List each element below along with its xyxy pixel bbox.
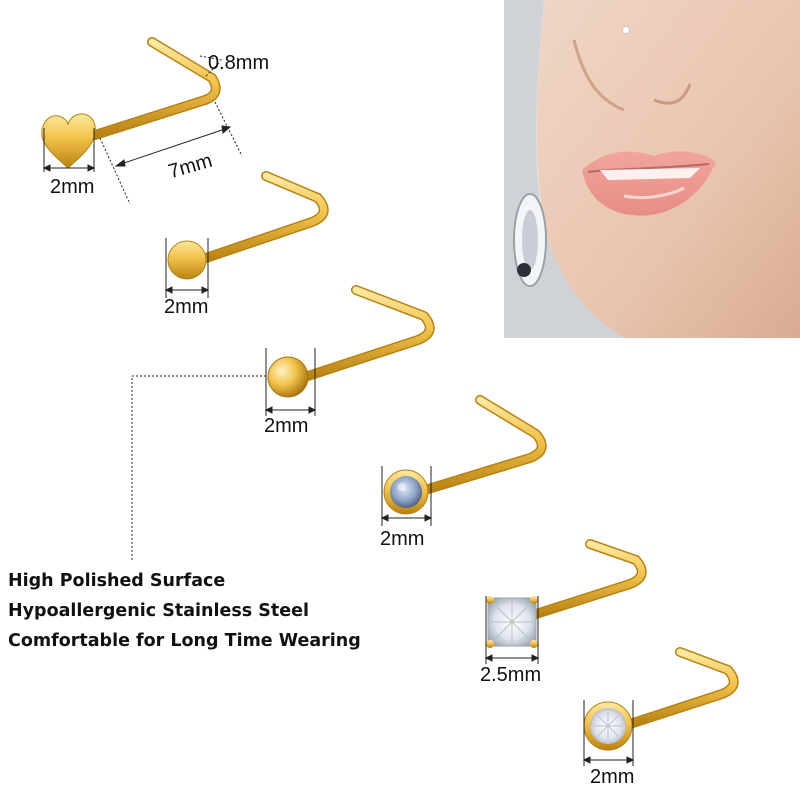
blue-gem-dimension-lines [380, 466, 433, 526]
heart-nose-pin [41, 37, 221, 169]
heart-dimension-lines [42, 55, 243, 205]
flat-disc-nose-pin [167, 171, 329, 280]
round-clear-gem-dimension-lines [582, 700, 635, 766]
flat-disc-dimension-lines [164, 238, 210, 298]
square-gem-dimension-lines [484, 596, 540, 664]
feature-item: High Polished Surface [8, 571, 226, 591]
nose-stud [622, 26, 630, 34]
lips [582, 151, 716, 216]
round-clear-gem-width-label: 2mm [590, 766, 635, 788]
square-gem-width-label: 2.5mm [480, 664, 542, 686]
feature-list: High Polished Surface Hypoallergenic Sta… [8, 566, 428, 656]
square-gem-nose-pin [486, 539, 647, 648]
ball-nose-pin [267, 285, 435, 398]
feature-item: Comfortable for Long Time Wearing [8, 631, 361, 651]
blue-gem-width-label: 2mm [380, 528, 425, 550]
flat-disc-width-label: 2mm [164, 296, 209, 318]
model-wearing-nose-stud-photo [504, 0, 800, 338]
earring [513, 193, 547, 287]
heart-width-label: 2mm [50, 176, 95, 198]
ball-dimension-lines [131, 348, 317, 562]
blue-gem-nose-pin [383, 395, 547, 515]
feature-item: Hypoallergenic Stainless Steel [8, 601, 309, 621]
ball-width-label: 2mm [264, 415, 309, 437]
wire-thickness-label: 0.8mm [208, 52, 270, 74]
round-clear-gem-nose-pin [583, 647, 739, 751]
